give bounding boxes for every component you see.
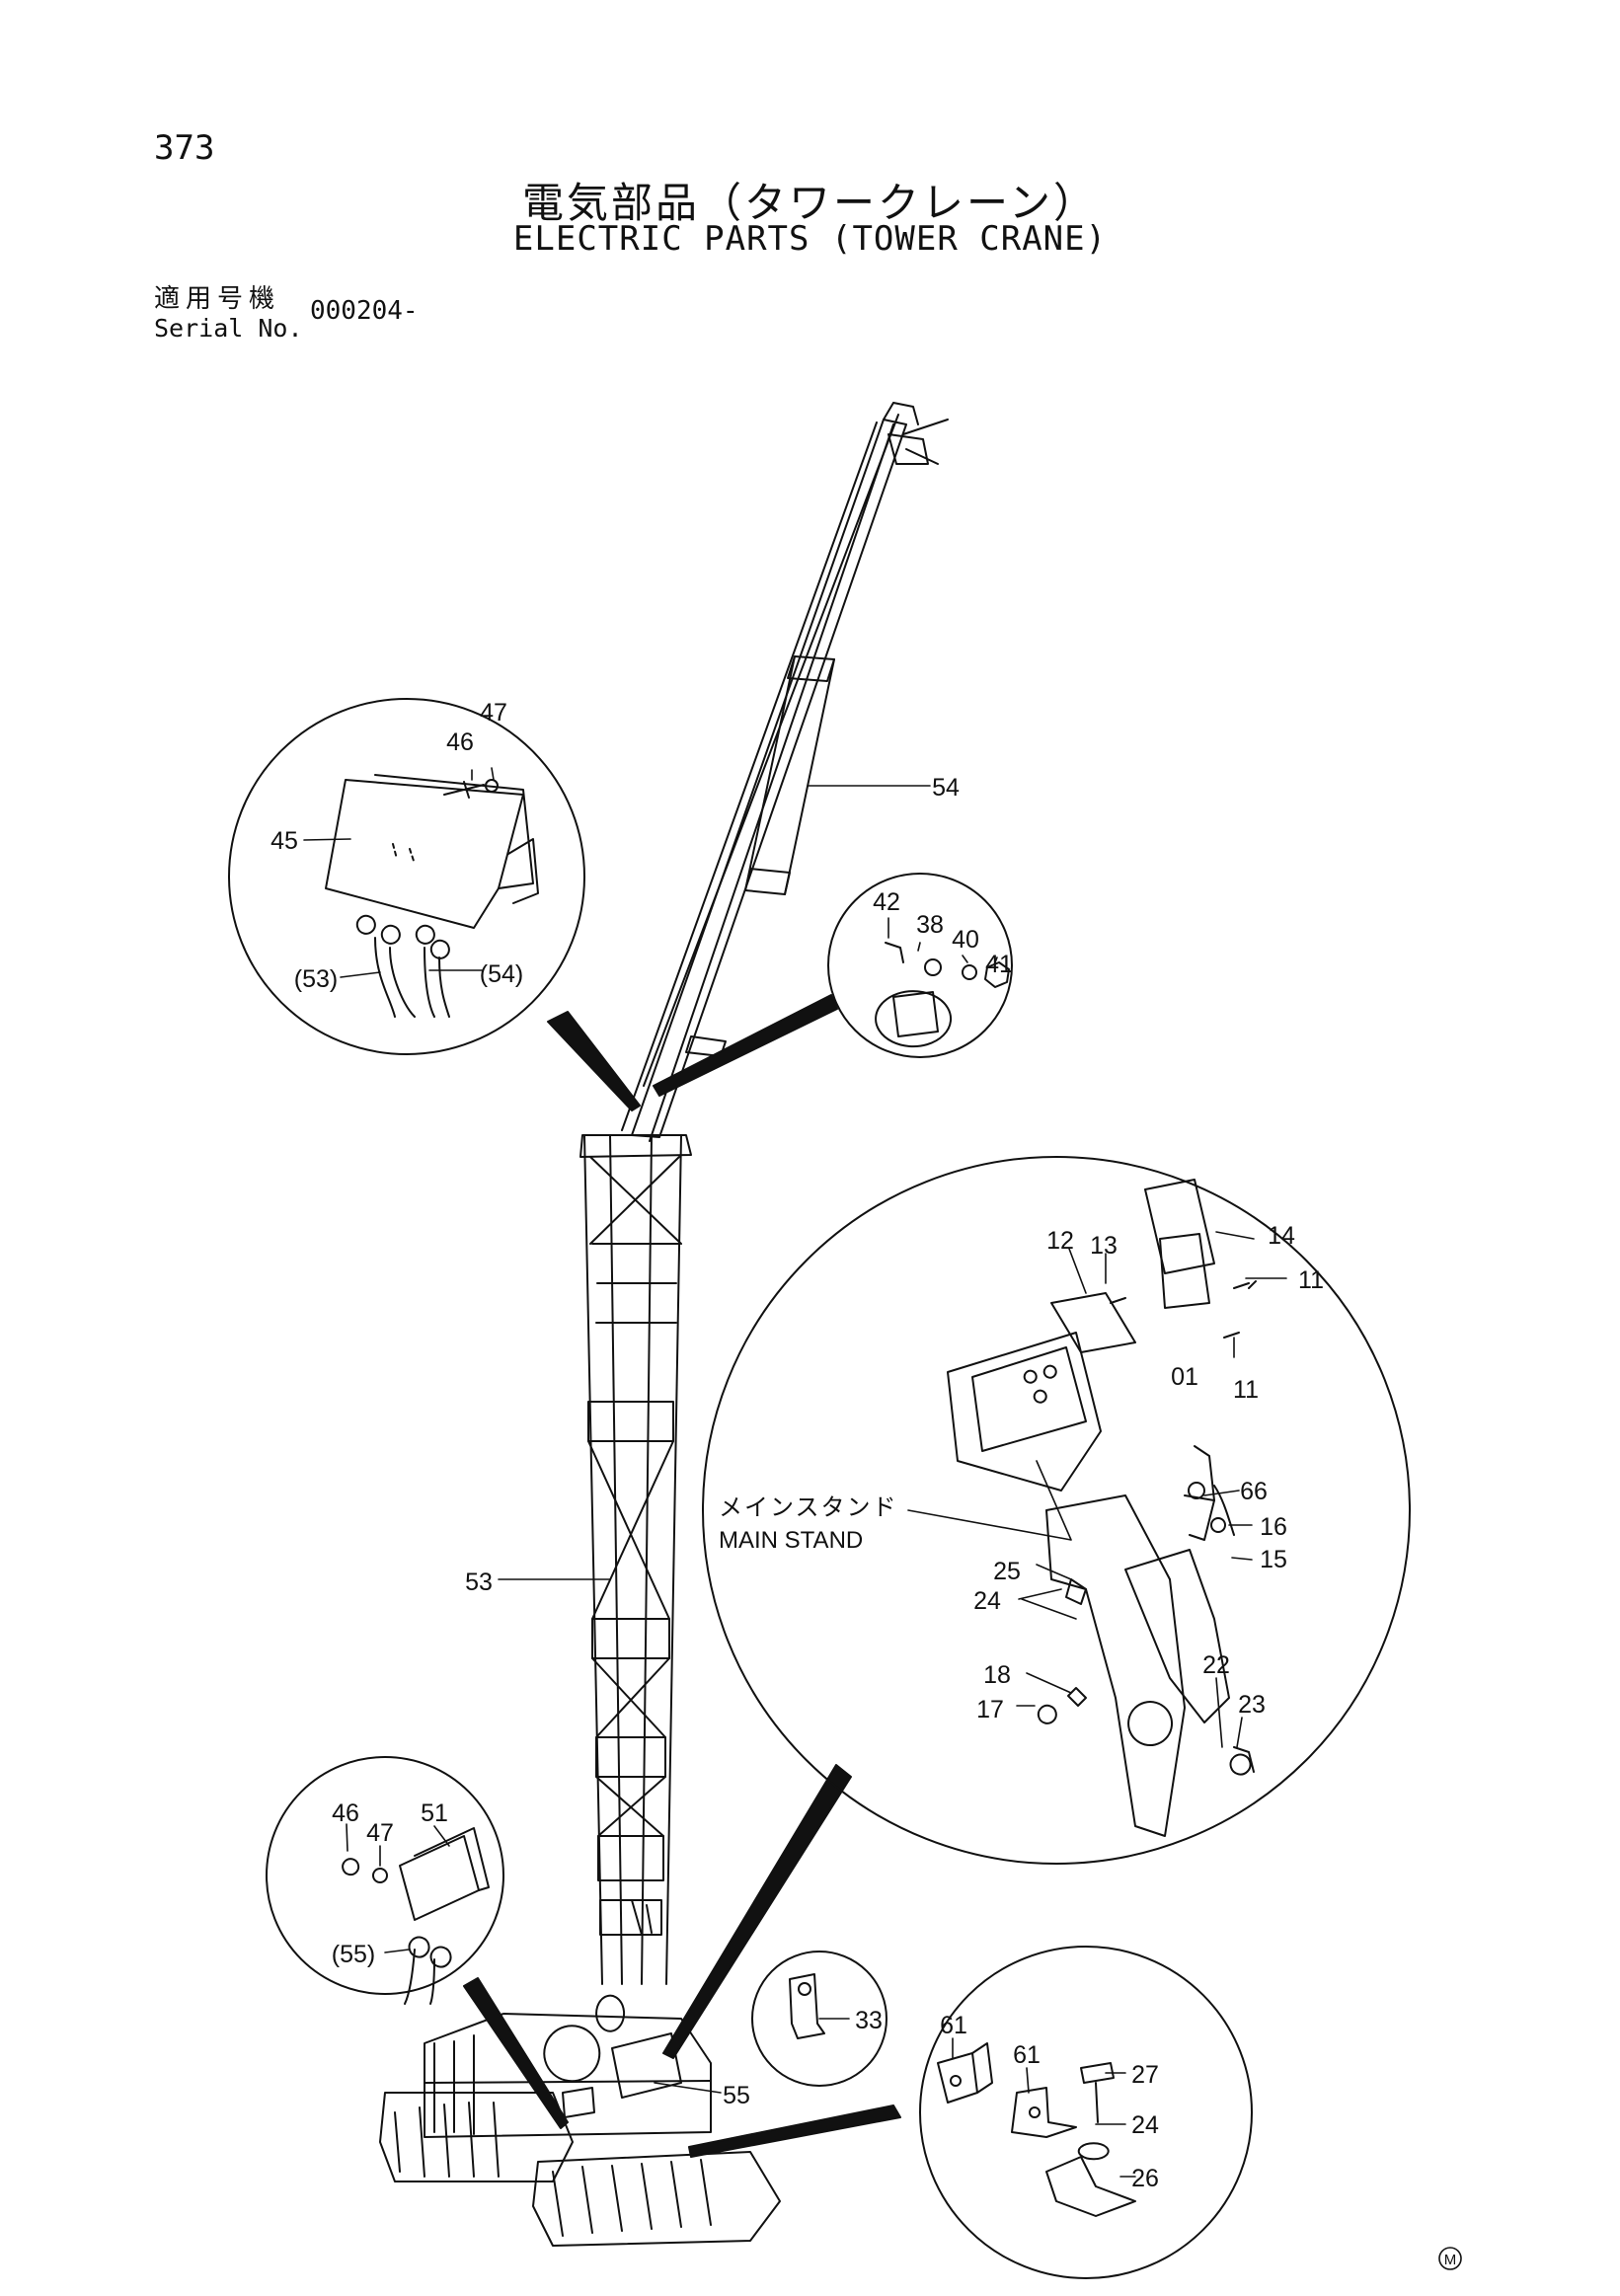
callout-26: 26 (1131, 2165, 1159, 2192)
callout-18: 18 (983, 1661, 1011, 1689)
detail-circle-brackets (919, 1946, 1253, 2279)
detail-5-parts (789, 1973, 825, 2039)
detail-6-parts (937, 2042, 1136, 2217)
callout-53: 53 (465, 1569, 493, 1596)
serial-label-japanese: 適用号機 (154, 284, 281, 314)
callout-61-right: 61 (1013, 2041, 1041, 2069)
page-number: 373 (154, 128, 215, 168)
detail-circle-clip (751, 1951, 887, 2087)
callout-16: 16 (1260, 1513, 1287, 1541)
callout-47-base: 47 (366, 1819, 394, 1847)
callout-66: 66 (1240, 1478, 1268, 1505)
callout-42: 42 (873, 888, 900, 916)
tower-mast (579, 1134, 692, 1985)
callout-14: 14 (1268, 1222, 1295, 1250)
detail-3-parts (947, 1179, 1257, 1837)
detail-circle-jib-junction-box (228, 698, 585, 1055)
page-title-english: ELECTRIC PARTS (TOWER CRANE) (512, 219, 1108, 259)
detail-1-parts (325, 774, 539, 1018)
callout-24-stand: 24 (973, 1587, 1001, 1615)
callout-17: 17 (976, 1696, 1004, 1723)
callout-11-lower: 11 (1233, 1376, 1259, 1404)
callout-45: 45 (270, 827, 298, 855)
callout-24-bracket: 24 (1131, 2111, 1159, 2139)
callout-61-left: 61 (940, 2012, 967, 2039)
callout-25: 25 (993, 1558, 1021, 1585)
callout-23: 23 (1238, 1691, 1266, 1719)
detail-connectors (463, 994, 901, 2158)
callout-12: 12 (1046, 1227, 1074, 1255)
callout-22: 22 (1202, 1651, 1230, 1679)
main-stand-label-english: MAIN STAND (719, 1527, 863, 1554)
callout-33: 33 (855, 2007, 883, 2034)
callout-55-ref: (55) (332, 1941, 375, 1968)
crane-illustration (379, 402, 949, 2247)
callout-46-base: 46 (332, 1799, 359, 1827)
callout-53-ref: (53) (294, 965, 338, 993)
serial-label-english: Serial No. (154, 314, 303, 343)
callout-47-jib: 47 (480, 699, 507, 727)
callout-13: 13 (1090, 1232, 1118, 1260)
callout-55: 55 (723, 2082, 750, 2109)
detail-2-parts (875, 942, 1010, 1048)
detail-4-parts (342, 1827, 490, 2005)
callout-54-ref: (54) (480, 960, 523, 988)
callout-41: 41 (985, 951, 1013, 978)
callout-40: 40 (952, 926, 979, 954)
callout-51: 51 (421, 1799, 448, 1827)
leader-lines (303, 767, 1287, 2178)
crane-base (379, 1994, 781, 2247)
main-stand-label-japanese: メインスタンド (719, 1493, 898, 1521)
serial-number-value: 000204- (310, 296, 419, 326)
callout-46-jib: 46 (446, 728, 474, 756)
footer-mark: M (1438, 2247, 1462, 2270)
detail-circle-base-junction-box (266, 1756, 504, 1995)
callout-15: 15 (1260, 1546, 1287, 1573)
callout-01: 01 (1171, 1363, 1198, 1391)
callout-27: 27 (1131, 2061, 1159, 2089)
detail-circle-main-stand (702, 1156, 1411, 1865)
footer-mark-letter: M (1444, 2252, 1457, 2268)
detail-circle-jib-sensor (827, 873, 1013, 1058)
callout-54: 54 (932, 774, 960, 802)
page-title-japanese: 電気部品（タワークレーン） (522, 179, 1098, 227)
callout-11-upper: 11 (1298, 1266, 1324, 1294)
callout-38: 38 (916, 911, 944, 939)
